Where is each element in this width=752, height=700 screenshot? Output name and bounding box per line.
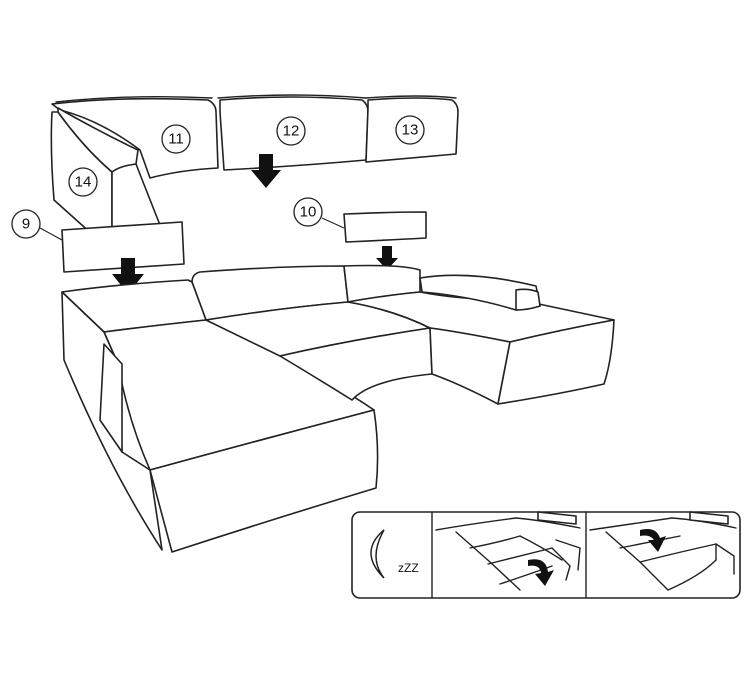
callout-14: 14: [68, 167, 98, 197]
callout-9: 9: [11, 209, 63, 241]
callout-14-label: 14: [75, 174, 92, 191]
sleep-function-panel: zZZ: [351, 511, 741, 599]
callout-13-label: 13: [402, 122, 419, 139]
callout-13: 13: [395, 115, 425, 145]
arrow-down-armrest: [112, 258, 144, 294]
sleep-step-1: [435, 511, 581, 591]
sleep-step-2: [589, 511, 737, 591]
back-cushion-11: [51, 95, 219, 179]
callout-10-label: 10: [300, 204, 317, 221]
callout-11: 11: [161, 124, 191, 154]
callout-12-label: 12: [283, 123, 300, 140]
small-cushion-9: [61, 221, 185, 273]
arrow-down-cushion-12: [251, 154, 281, 188]
sofa-body: [61, 264, 615, 553]
callout-12: 12: [276, 116, 306, 146]
callout-11-label: 11: [168, 131, 184, 148]
callout-9-label: 9: [22, 216, 30, 233]
moon-icon: [370, 529, 385, 579]
arrow-down-cushion-10: [376, 246, 398, 270]
sleep-zzz-text: zZZ: [398, 561, 419, 575]
small-cushion-10: [343, 211, 427, 243]
callout-10: 10: [293, 197, 345, 229]
